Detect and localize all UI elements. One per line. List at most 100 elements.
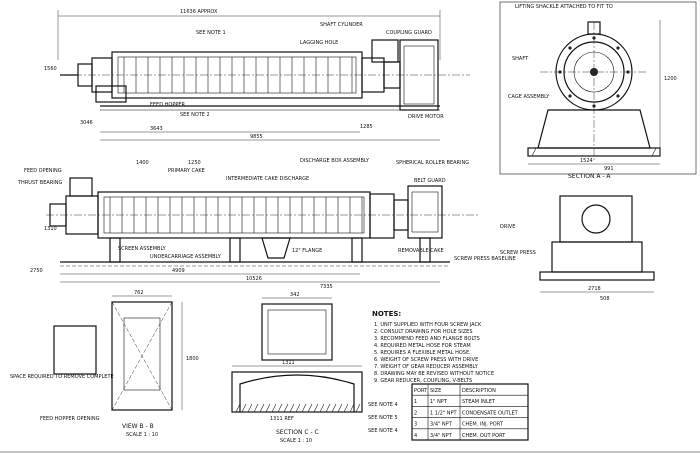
- hopper-plan-outer: [111, 301, 173, 411]
- label-removable-cake: REMOVABLE CAKE: [398, 248, 444, 254]
- hatch: [355, 403, 361, 413]
- notes-list: 1. UNIT SUPPLIED WITH FOUR SCREW JACK2. …: [374, 322, 494, 384]
- dim-1311: 1311: [282, 360, 295, 366]
- table-cell: STEAM INLET: [462, 399, 496, 405]
- end-base: [539, 271, 655, 281]
- section-c-title: SECTION C - C: [276, 429, 319, 436]
- note-item: 1. UNIT SUPPLIED WITH FOUR SCREW JACK: [374, 322, 482, 328]
- label-flange: 12" FLANGE: [292, 248, 322, 254]
- side-view: FEED OPENING THRUST BEARING PRIMARY CAKE…: [17, 158, 516, 290]
- table-frame: [411, 383, 529, 441]
- table-header: PORT: [414, 388, 428, 394]
- hatch: [337, 403, 343, 413]
- label-primary-cake: PRIMARY CAKE: [168, 168, 205, 174]
- note-item: 3. RECOMMEND FEED AND FLANGE BOLTS: [374, 336, 480, 342]
- view-b-scale: SCALE 1 : 10: [126, 432, 158, 438]
- dim-1560: 1560: [44, 66, 57, 72]
- dim-width-2: 991: [604, 166, 614, 172]
- hatch: [301, 403, 307, 413]
- dim-7335: 7335: [320, 284, 333, 290]
- table-cell: 3/4" NPT: [430, 422, 453, 428]
- top-view: 11636 APPROX SEE NOTE 1 SHAFT CYLINDER L…: [44, 9, 470, 141]
- dim-width-1: 1524: [580, 158, 593, 164]
- label-screen-assembly: SCREEN ASSEMBLY: [118, 246, 167, 252]
- hatch: [253, 403, 259, 413]
- label-spherical-bearing: SPHERICAL ROLLER BEARING: [396, 160, 469, 166]
- label-lagging-hole: LAGGING HOLE: [300, 40, 338, 46]
- bolt-hole: [568, 46, 572, 50]
- hatch: [265, 403, 271, 413]
- dim-3046: 3046: [80, 120, 93, 126]
- hatch: [349, 403, 355, 413]
- label-space-note: SPACE REQUIRED TO REMOVE COMPLETE: [10, 374, 114, 380]
- hatch: [289, 403, 295, 413]
- note-item: 4. REQUIRED METAL HOSE FOR STEAM: [374, 343, 471, 349]
- screen-cage: [117, 56, 357, 94]
- table-cell: 2: [414, 410, 417, 416]
- hopper-diag: [111, 301, 173, 411]
- label-intermediate-cake: INTERMEDIATE CAKE DISCHARGE: [226, 176, 309, 182]
- table-side-label: SEE NOTE 5: [368, 415, 398, 421]
- label-shaft-cylinder: SHAFT CYLINDER: [320, 22, 363, 28]
- note-item: 9. GEAR REDUCER, COUPLING, V-BELTS: [374, 378, 472, 384]
- dim-4909: 4909: [172, 268, 185, 274]
- label-see-note-1: SEE NOTE 1: [196, 30, 226, 36]
- hatch: [277, 403, 283, 413]
- note-item: 7. WEIGHT OF GEAR REDUCER ASSEMBLY: [374, 364, 479, 370]
- note-item: 8. DRAWING MAY BE REVISED WITHOUT NOTICE: [374, 371, 494, 377]
- table-cell: CHEM. INJ. PORT: [462, 422, 504, 428]
- gear-reducer-inner: [403, 45, 435, 105]
- label-drive-motor: DRIVE MOTOR: [408, 114, 444, 120]
- table-cell: CONDENSATE OUTLET: [462, 410, 519, 416]
- dim-2718: 2718: [588, 286, 601, 292]
- pedestal: [537, 109, 651, 149]
- bolt-hole: [616, 46, 620, 50]
- hatch: [319, 403, 325, 413]
- view-b-title: VIEW B - B: [122, 423, 154, 430]
- hatch: [313, 403, 319, 413]
- press-body-end: [551, 241, 643, 273]
- hatch: [271, 403, 277, 413]
- section-c-lower: [231, 371, 363, 413]
- hatch: [241, 403, 247, 413]
- table-cell: 3/4" NPT: [430, 433, 453, 439]
- table-header: SIZE: [430, 388, 441, 394]
- section-c-c: 342 1311 1311 REF SECTION C - C SCALE 1 …: [231, 292, 363, 444]
- hatch: [247, 403, 253, 413]
- side-gear-reducer-inner: [411, 191, 439, 233]
- hopper-plan-inner: [123, 317, 161, 391]
- label-coupling-guard: COUPLING GUARD: [386, 30, 432, 36]
- label-drive: DRIVE: [500, 224, 515, 230]
- table-cell: 3: [414, 422, 417, 428]
- dim-1250: 1250: [188, 160, 201, 166]
- note-item: 2. CONSULT DRAWING FOR HOLE SIZES: [374, 329, 473, 335]
- label-thrust-bearing: THRUST BEARING: [17, 180, 62, 186]
- dim-3643: 3643: [150, 126, 163, 132]
- end-view-section-a: LIFTING SHACKLE ATTACHED TO FIT TO 1200 …: [499, 1, 697, 180]
- dim-2750: 2750: [30, 268, 43, 274]
- housing-ribs: [123, 57, 353, 93]
- bolt-hole: [568, 94, 572, 98]
- label-feed-opening: FEED OPENING: [24, 168, 62, 174]
- table-side-label: SEE NOTE 4: [368, 402, 398, 408]
- hatch: [531, 147, 537, 157]
- detail-small-frame: [53, 325, 97, 375]
- dim-1310: 1310: [44, 226, 57, 232]
- dim-10526: 10526: [246, 276, 262, 282]
- dim-1311-ref: 1311 REF: [270, 416, 294, 422]
- hatch: [235, 403, 241, 413]
- right-end-view: 2718 SCREW PRESS DRIVE 508: [500, 195, 655, 302]
- section-c-scale: SCALE 1 : 10: [280, 438, 312, 444]
- reducer-circle: [581, 204, 611, 234]
- lifting-eye: [587, 21, 601, 35]
- table-cell: CHEM. OUT PORT: [462, 433, 506, 439]
- section-a-title: SECTION A - A: [568, 173, 611, 180]
- label-screw-press: SCREW PRESS: [500, 250, 536, 256]
- table-header: DESCRIPTION: [462, 388, 496, 394]
- gear-reducer: [399, 39, 439, 111]
- coupling-guard: [371, 39, 399, 63]
- label-cage: CAGE ASSEMBLY: [508, 94, 550, 100]
- table-cell: 1 1/2" NPT: [430, 410, 457, 416]
